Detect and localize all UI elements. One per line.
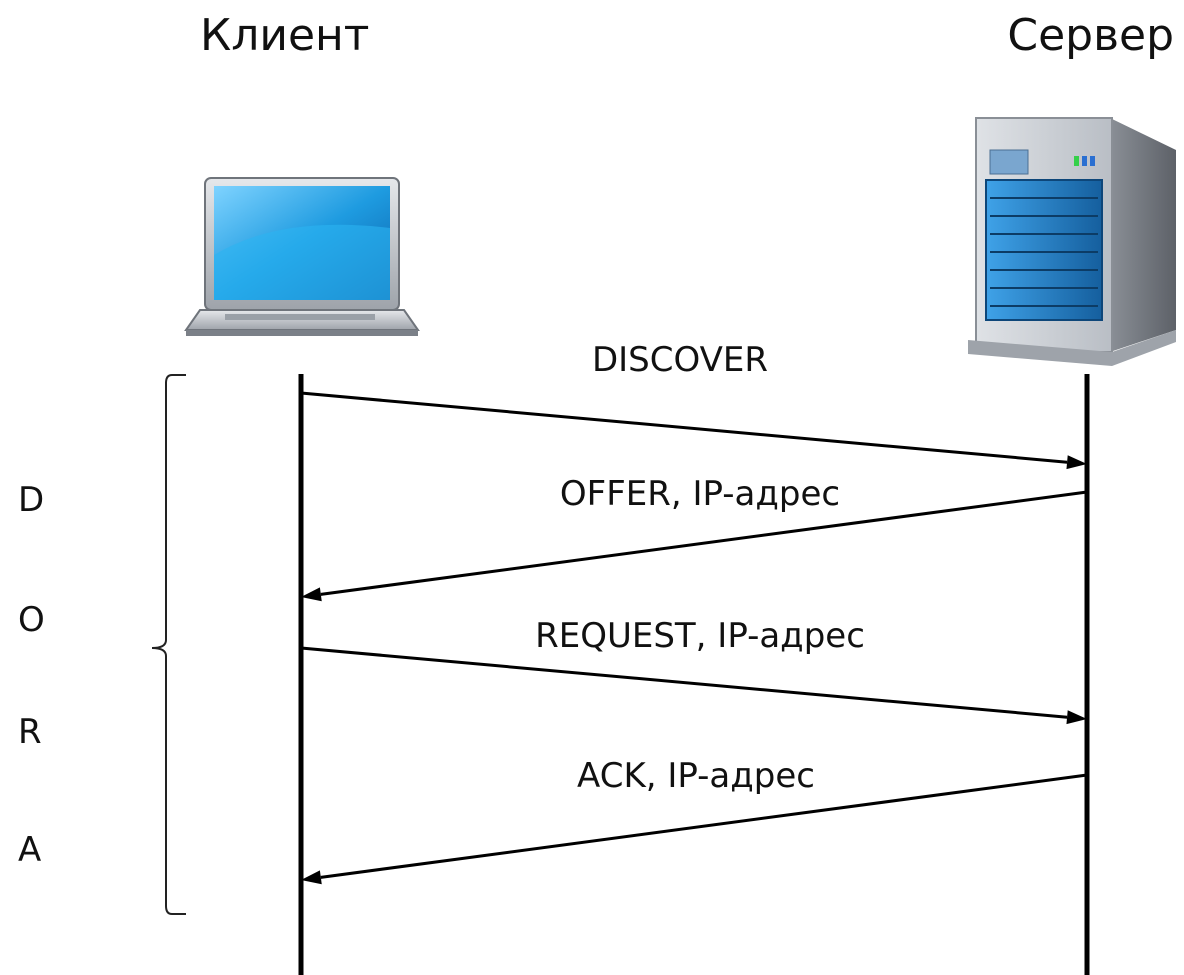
server-icon xyxy=(968,117,1176,366)
dora-letter-r: R xyxy=(18,712,42,752)
arrowhead-2 xyxy=(301,587,322,602)
message-arrow-2 xyxy=(320,490,1088,596)
message-label-discover: DISCOVER xyxy=(591,340,769,380)
dora-letter-d: D xyxy=(18,480,45,520)
arrowhead-3 xyxy=(1066,710,1087,725)
message-label-request: REQUEST, IP-адрес xyxy=(535,616,865,656)
arrowhead-4 xyxy=(301,870,322,885)
message-arrow-1 xyxy=(300,391,1068,464)
server-title: Сервер xyxy=(1007,10,1174,61)
message-label-offer: OFFER, IP-адрес xyxy=(559,474,841,514)
dora-letter-a: A xyxy=(18,830,42,870)
dora-letter-o: O xyxy=(18,600,45,640)
laptop-icon xyxy=(184,177,420,336)
message-arrow-3 xyxy=(300,646,1068,719)
dora-bracket xyxy=(151,374,186,915)
client-title: Клиент xyxy=(200,10,370,61)
message-label-ack: ACK, IP-адрес xyxy=(577,756,815,796)
arrowhead-1 xyxy=(1066,455,1087,470)
message-arrow-4 xyxy=(320,773,1088,879)
